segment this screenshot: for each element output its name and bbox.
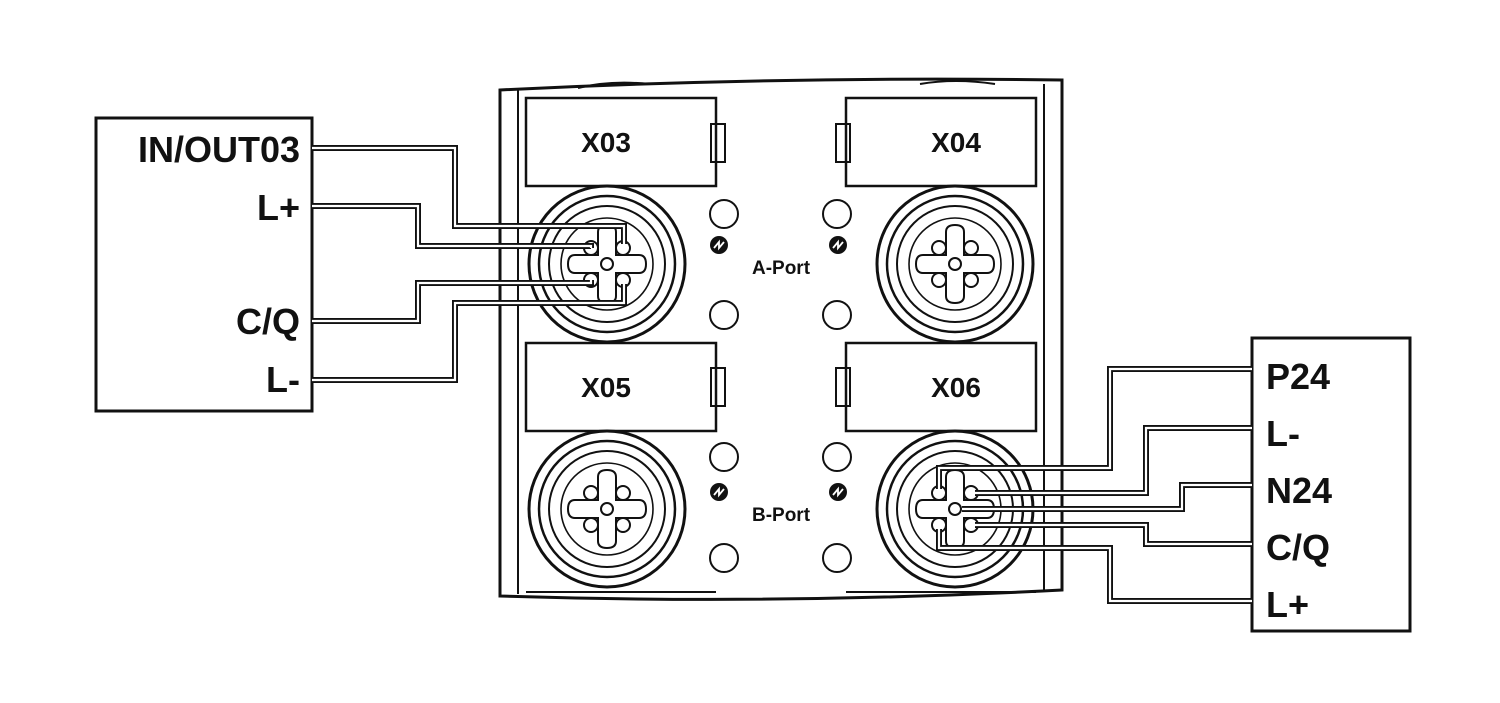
port-label-x04: X04 — [931, 127, 981, 158]
port-label-x03: X03 — [581, 127, 631, 158]
right-terminal-l-minus: L- — [1266, 413, 1300, 454]
label-field-x05: X05 — [524, 341, 726, 433]
left-terminal-box: IN/OUT03 L+ C/Q L- — [94, 116, 314, 413]
right-terminal-l-plus: L+ — [1266, 584, 1309, 625]
io-link-icon — [829, 483, 847, 501]
io-link-icon — [710, 483, 728, 501]
right-terminal-p24: P24 — [1266, 356, 1330, 397]
port-label-x05: X05 — [581, 372, 631, 403]
connector-x05 — [527, 429, 687, 589]
led — [709, 300, 739, 330]
wire-l-plus-right — [936, 529, 1252, 604]
wires-left — [312, 145, 627, 383]
wires-right — [936, 366, 1252, 604]
led — [709, 442, 739, 472]
left-terminal-c-q: C/Q — [236, 301, 300, 342]
led — [822, 199, 852, 229]
label-field-x04: X04 — [835, 96, 1038, 188]
io-link-icon — [710, 236, 728, 254]
led — [822, 543, 852, 573]
left-terminal-l-minus: L- — [266, 359, 300, 400]
left-terminal-in-out03: IN/OUT03 — [138, 129, 300, 170]
right-terminal-c-q: C/Q — [1266, 527, 1330, 568]
led — [709, 199, 739, 229]
label-field-x03: X03 — [524, 96, 726, 188]
label-field-x06: X06 — [835, 341, 1038, 433]
right-terminal-box: P24 L- N24 C/Q L+ — [1250, 336, 1412, 633]
left-terminal-l-plus: L+ — [257, 187, 300, 228]
module-housing — [498, 77, 1064, 601]
io-module: X03 X04 X05 X06 — [498, 77, 1064, 601]
wire-c-q-right — [975, 522, 1252, 547]
status-leds — [709, 199, 852, 573]
right-terminal-n24: N24 — [1266, 470, 1332, 511]
led — [709, 543, 739, 573]
led — [822, 442, 852, 472]
b-port-label: B-Port — [752, 505, 811, 526]
led — [822, 300, 852, 330]
connector-x04 — [875, 184, 1035, 344]
a-port-label: A-Port — [752, 258, 811, 279]
io-link-icon — [829, 236, 847, 254]
wire-n24 — [962, 482, 1252, 512]
port-label-x06: X06 — [931, 372, 981, 403]
connector-x03 — [527, 184, 687, 344]
